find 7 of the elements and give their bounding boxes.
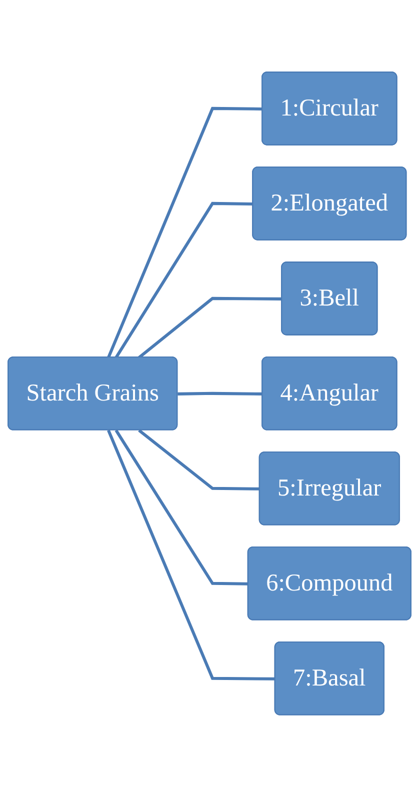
connector [107,107,263,358]
connector [138,429,260,490]
connector [107,430,276,680]
connector [178,392,263,396]
connector [114,430,248,586]
connector [138,297,282,359]
connector [114,202,254,358]
